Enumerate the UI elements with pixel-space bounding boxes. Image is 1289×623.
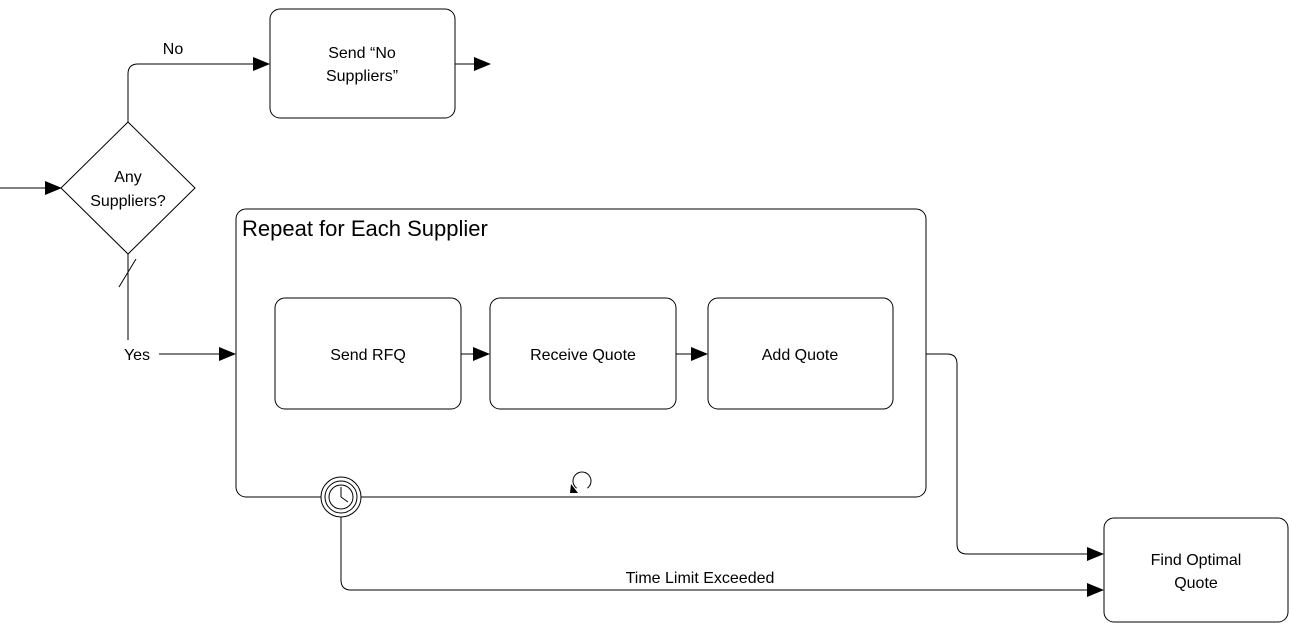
no-flow-label: No: [163, 41, 184, 58]
task-send-rfq[interactable]: Send RFQ: [274, 297, 462, 410]
time-limit-exceeded-label: Time Limit Exceeded: [626, 570, 775, 587]
timer-boundary-event-icon[interactable]: [320, 476, 362, 518]
subprocess-outgoing-flow[interactable]: [926, 353, 1104, 561]
subprocess-repeat-for-each-supplier[interactable]: Repeat for Each Supplier Send RFQ Receiv…: [235, 208, 927, 498]
default-flow-marker: [118, 258, 137, 288]
task-receive-quote[interactable]: Receive Quote: [489, 297, 677, 410]
task-add-quote-label: Add Quote: [762, 347, 839, 364]
subprocess-title: Repeat for Each Supplier: [242, 216, 488, 241]
task-send-no-suppliers-line2: Suppliers”: [326, 68, 398, 85]
task-find-optimal-line2: Quote: [1174, 575, 1218, 592]
any-suppliers-gateway[interactable]: Any Suppliers?: [60, 121, 196, 255]
flow-receive-to-add: [676, 347, 708, 361]
task-send-rfq-label: Send RFQ: [330, 347, 406, 364]
yes-flow[interactable]: Yes: [118, 254, 236, 364]
loop-icon: [570, 471, 592, 493]
gateway-label-line2: Suppliers?: [90, 193, 166, 210]
task-add-quote[interactable]: Add Quote: [707, 297, 894, 410]
task-find-optimal-quote[interactable]: Find Optimal Quote: [1103, 517, 1289, 623]
time-limit-exceeded-flow[interactable]: Time Limit Exceeded: [340, 517, 1104, 597]
yes-flow-label: Yes: [124, 347, 150, 364]
task-send-no-suppliers-line1: Send “No: [328, 45, 396, 62]
task-send-no-suppliers[interactable]: Send “No Suppliers”: [269, 8, 456, 119]
incoming-flow: [0, 181, 62, 195]
no-flow[interactable]: No: [127, 41, 270, 122]
flow-rfq-to-receive: [461, 347, 490, 361]
gateway-label-line1: Any: [114, 169, 142, 186]
task-find-optimal-line1: Find Optimal: [1151, 552, 1242, 569]
task-receive-quote-label: Receive Quote: [530, 347, 636, 364]
send-no-suppliers-outgoing-flow: [455, 57, 491, 71]
